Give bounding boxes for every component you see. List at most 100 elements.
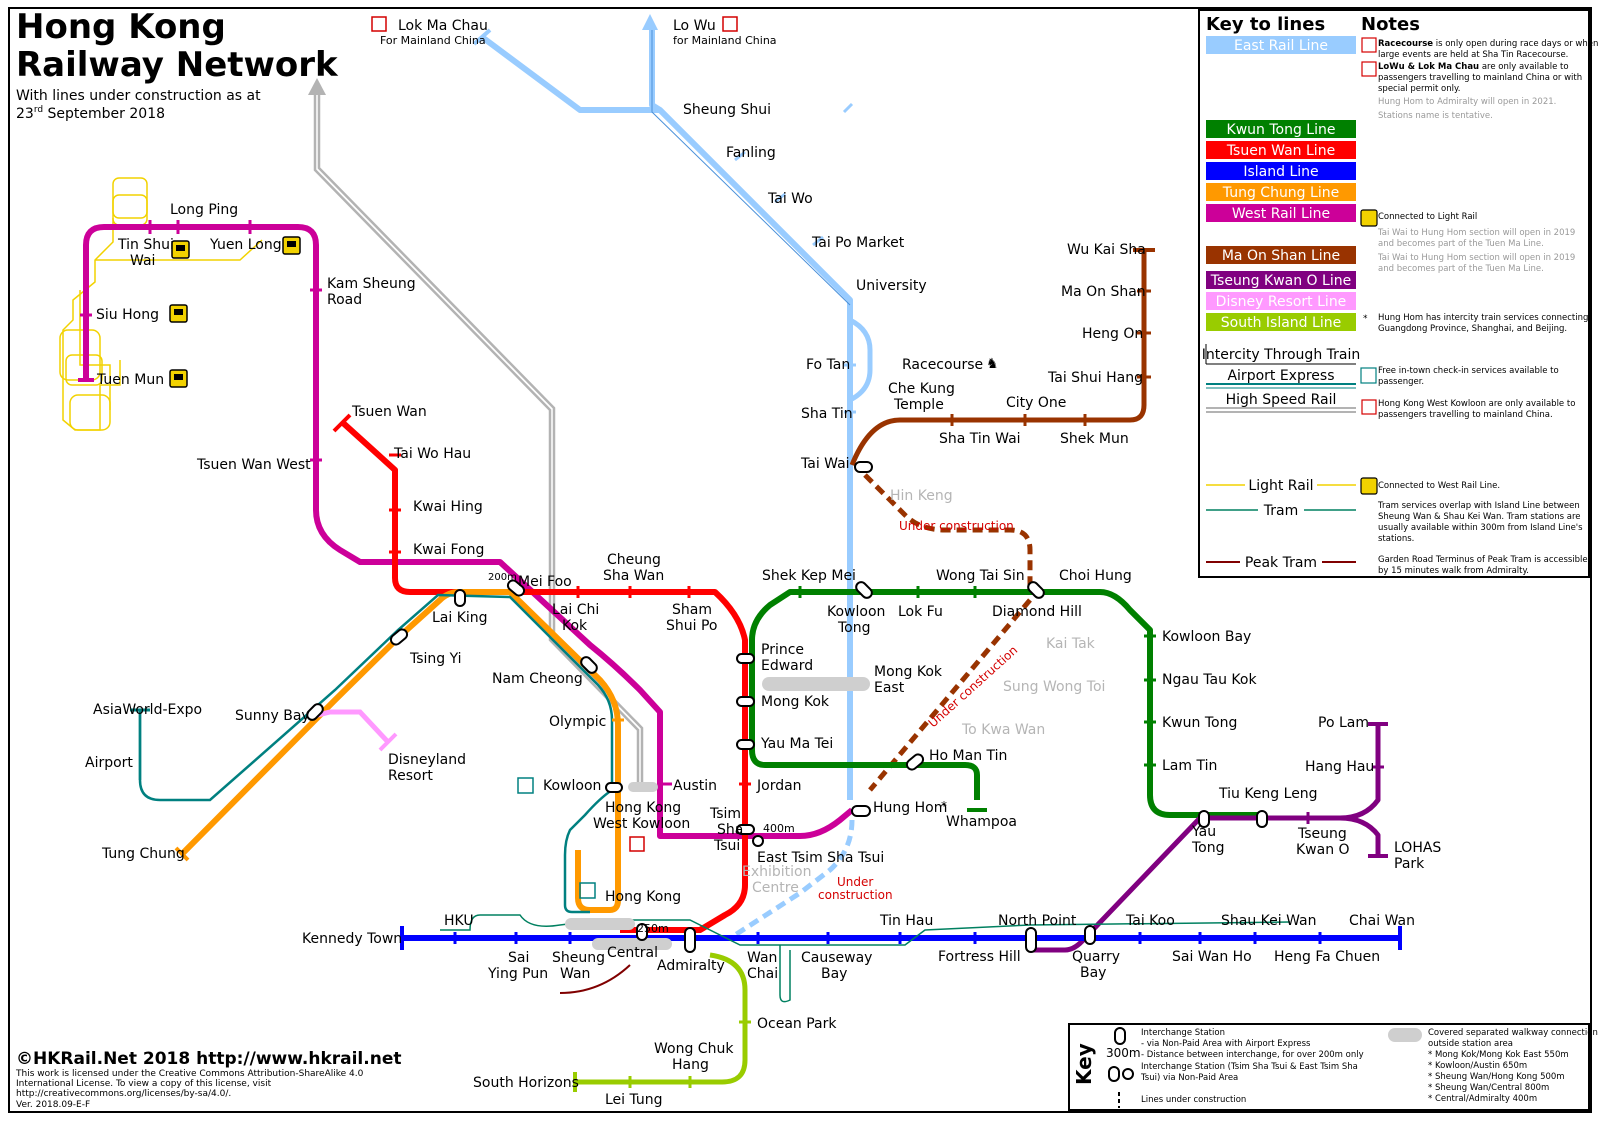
siu-hong-lightrail-icon — [169, 304, 188, 323]
legend-airport-express-label: Airport Express — [1227, 368, 1334, 384]
station-causeway-bay-2: Bay — [821, 966, 847, 982]
note-hunghom-2: Stations name is tentative. — [1378, 111, 1493, 121]
map-border — [8, 7, 1592, 1113]
station-kowloon-bay: Kowloon Bay — [1162, 629, 1251, 645]
note-lowu: LoWu & Lok Ma Chau are only available to — [1378, 62, 1569, 72]
border-icons — [371, 16, 738, 852]
station-tung-chung: Tung Chung — [101, 846, 185, 862]
station-hk-west-kowloon-1: Hong Kong — [605, 800, 681, 816]
station-cheung-sha-wan-1: Cheung — [607, 552, 661, 568]
note-taiwai-4: and becomes part of the Tuen Ma Line. — [1378, 264, 1544, 274]
legend-swatch-label-4: Tung Chung Line — [1222, 185, 1339, 201]
station-lohas-2: Park — [1394, 856, 1425, 872]
legend-swatch-6 — [1206, 246, 1356, 264]
lo-wu-border-icon — [722, 16, 738, 32]
legend-high-speed-label: High Speed Rail — [1226, 392, 1337, 408]
note-horse-icon — [1361, 37, 1377, 53]
racecourse-horse-icon: ♞ — [986, 356, 999, 372]
legend-peak-tram: Peak Tram — [1206, 553, 1356, 571]
station-tuen-mun: Tuen Mun — [96, 372, 164, 388]
high-speed-rail-line — [313, 95, 644, 792]
station-shek-kip-mei: Shek Kep Mei — [762, 568, 856, 584]
station-tsing-yi: Tsing Yi — [409, 651, 462, 667]
station-fo-tan: Fo Tan — [806, 357, 850, 373]
legend-swatch-0 — [1206, 36, 1356, 54]
station-wong-chuk-hang-1: Wong Chuk — [654, 1041, 734, 1057]
note-lightrail-icon — [1360, 209, 1378, 227]
station-disneyland-2: Resort — [388, 768, 433, 784]
station-sheung-shui: Sheung Shui — [683, 102, 771, 118]
note-tram-4: stations. — [1378, 534, 1414, 544]
legend-swatch-label-2: Tsuen Wan Line — [1226, 143, 1335, 159]
station-tin-hau: Tin Hau — [879, 913, 933, 929]
station-olympic: Olympic — [549, 714, 606, 730]
station-tin-shui-wai-1: Tin Shui — [117, 237, 174, 253]
key-distance: 300m — [1106, 1046, 1141, 1060]
tin-shui-wai-lightrail-icon — [171, 240, 190, 259]
station-hong-kong: Hong Kong — [605, 889, 681, 905]
lok-ma-chau-sub: For Mainland China — [380, 34, 486, 47]
key-walkway-3: * Mong Kok/Mong Kok East 550m — [1428, 1050, 1569, 1060]
station-ticks — [80, 102, 1384, 1088]
station-admiralty: Admiralty — [657, 958, 725, 974]
ma-on-shan-extension — [863, 473, 1033, 792]
note-hsr-1: Hong Kong West Kowloon are only availabl… — [1378, 399, 1575, 409]
note-taiwai-1: Tai Wai to Hung Hom section will open in… — [1377, 228, 1575, 238]
station-quarry-bay-2: Bay — [1080, 965, 1106, 981]
under-construction-label-1: Under construction — [899, 519, 1014, 533]
subtitle-line1: With lines under construction as at — [16, 88, 261, 104]
station-airport: Airport — [85, 755, 133, 771]
hong-kong-checkin-icon — [579, 882, 596, 899]
legend-swatch-label-3: Island Line — [1243, 164, 1318, 180]
station-wan-chai-1: Wan — [747, 950, 777, 966]
station-kai-tak: Kai Tak — [1046, 636, 1096, 652]
station-disneyland-1: Disneyland — [388, 752, 466, 768]
note-hsr-border-icon — [1361, 399, 1377, 415]
station-tai-wai: Tai Wai — [800, 456, 850, 472]
note-hsr-2: passengers travelling to mainland China. — [1378, 410, 1553, 420]
station-sai-wan-ho: Sai Wan Ho — [1172, 949, 1252, 965]
station-diamond-hill: Diamond Hill — [992, 604, 1082, 620]
station-wu-kai-sha: Wu Kai Sha — [1067, 242, 1146, 258]
station-hang-hau: Hang Hau — [1305, 759, 1374, 775]
station-nam-cheong: Nam Cheong — [492, 671, 583, 687]
lo-wu-arrow-icon — [642, 14, 658, 30]
station-kennedy-town: Kennedy Town — [302, 931, 402, 947]
tung-chung-line — [179, 589, 621, 913]
footer-credit: ©HKRail.Net 2018 http://www.hkrail.net — [16, 1049, 401, 1069]
station-jordan: Jordan — [756, 778, 802, 794]
south-island-line — [575, 952, 748, 1085]
disney-resort-line — [309, 709, 390, 744]
note-airport-2: passenger. — [1378, 377, 1424, 387]
title-line2: Railway Network — [16, 45, 339, 85]
kowloon-checkin-icon — [517, 777, 534, 794]
legend-swatch-9 — [1206, 313, 1356, 331]
station-mei-foo: Mei Foo — [518, 574, 572, 590]
west-rail-line — [83, 224, 854, 839]
footer-license-2: International License. To view a copy of… — [16, 1079, 272, 1089]
station-tsuen-wan-west: Tsuen Wan West — [196, 457, 311, 473]
station-tst-3: Tsui — [713, 838, 740, 854]
peak-tram-line — [559, 964, 631, 994]
note-taiwai-2: and becomes part of the Tuen Ma Line. — [1378, 239, 1544, 249]
legend-intercity-label: Intercity Through Train — [1202, 347, 1360, 363]
footer-license-1: This work is licensed under the Creative… — [15, 1069, 364, 1079]
key-interchange-3: Interchange Station (Tsim Sha Tsui & Eas… — [1141, 1062, 1358, 1072]
key-interchange-title: Interchange Station — [1141, 1028, 1225, 1038]
station-ngau-tau-kok: Ngau Tau Kok — [1162, 672, 1257, 688]
station-sheung-wan-2: Wan — [560, 966, 590, 982]
legend-high-speed: High Speed Rail — [1206, 392, 1356, 413]
station-po-lam: Po Lam — [1318, 715, 1369, 731]
light-rail-icons — [169, 236, 301, 388]
legend-swatch-5 — [1206, 204, 1356, 222]
station-whampoa: Whampoa — [946, 814, 1017, 830]
interchange-markers — [306, 461, 1268, 953]
tst-distance: 400m — [763, 822, 795, 835]
legend-swatch-label-5: West Rail Line — [1232, 206, 1330, 222]
station-ocean-park: Ocean Park — [757, 1016, 837, 1032]
station-south-horizons: South Horizons — [473, 1075, 579, 1091]
station-ho-man-tin: Ho Man Tin — [929, 748, 1007, 764]
key-walkway-1: Covered separated walkway connection — [1428, 1028, 1598, 1038]
note-westrail-icon — [1360, 477, 1378, 495]
station-hku: HKU — [444, 913, 474, 929]
